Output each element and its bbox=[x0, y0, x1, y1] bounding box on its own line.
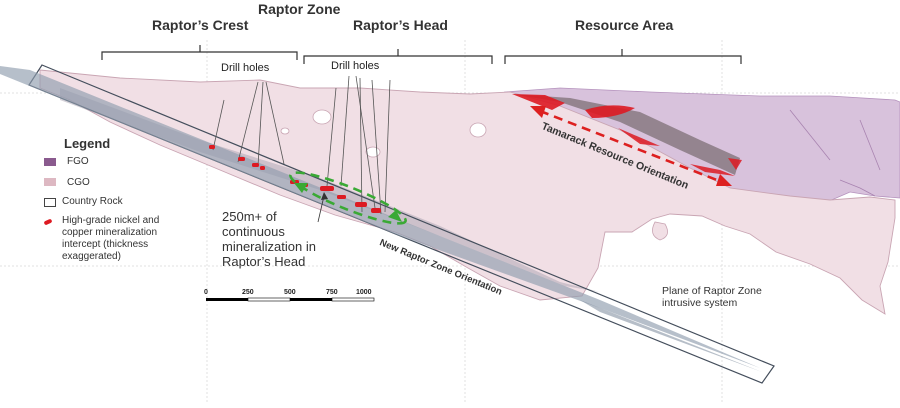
mineralization-intercepts bbox=[209, 145, 381, 213]
scale-bar bbox=[206, 297, 375, 302]
tamarack-orientation-arrow bbox=[530, 106, 732, 186]
section-brackets bbox=[101, 45, 742, 64]
raptor-zone-title: Raptor Zone bbox=[258, 1, 341, 17]
drill-hole-lines bbox=[212, 75, 391, 215]
legend-fgo-label: FGO bbox=[67, 156, 89, 167]
scale-label-0: 0 bbox=[204, 289, 208, 296]
raptors-crest-title: Raptor’s Crest bbox=[152, 17, 249, 33]
raptors-head-title: Raptor’s Head bbox=[353, 17, 448, 33]
legend-cgo-swatch bbox=[44, 178, 56, 186]
scale-label-1000: 1000 bbox=[356, 289, 372, 296]
scale-label-500: 500 bbox=[284, 289, 296, 296]
legend-intercept-label: High-grade nickel and copper mineralizat… bbox=[62, 215, 160, 262]
raptor-plane-sliver bbox=[0, 66, 760, 368]
cavities bbox=[280, 109, 487, 158]
scale-label-250: 250 bbox=[242, 289, 254, 296]
drill-holes-label-head: Drill holes bbox=[331, 60, 380, 72]
raptor-head-dashed-outline bbox=[289, 171, 407, 225]
legend-fgo-swatch bbox=[44, 158, 56, 166]
resource-area-title: Resource Area bbox=[575, 17, 674, 33]
drill-holes-label-crest: Drill holes bbox=[221, 62, 270, 74]
scale-label-750: 750 bbox=[326, 289, 338, 296]
plane-of-raptor-zone-label: Plane of Raptor Zone intrusive system bbox=[662, 285, 762, 309]
legend-title: Legend bbox=[64, 136, 111, 151]
legend-cgo-label: CGO bbox=[67, 177, 90, 188]
raptors-head-mineralization-annotation: 250m+ of continuous mineralization in Ra… bbox=[222, 209, 316, 269]
cgo-body bbox=[39, 69, 896, 315]
legend-country-rock-label: Country Rock bbox=[62, 196, 123, 207]
legend-country-rock-swatch bbox=[44, 198, 56, 207]
